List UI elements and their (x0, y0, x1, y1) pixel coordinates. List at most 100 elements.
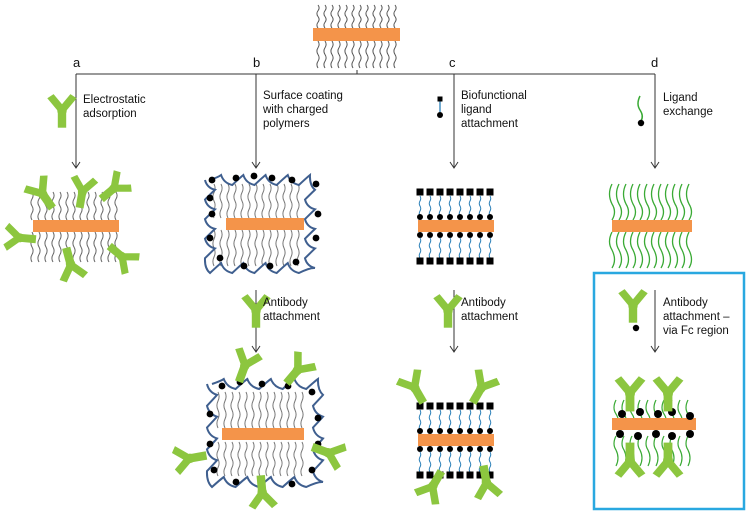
bifunctional-ligand (468, 237, 472, 259)
ligand-chain-bottom (372, 40, 376, 69)
panel-b-polymer-coating (171, 172, 347, 510)
bifunctional-ligand (418, 409, 422, 431)
ligand-chain-bottom (344, 40, 348, 69)
anchor-bead-bottom (457, 446, 463, 452)
exchange-ligand-top (608, 183, 616, 221)
antibody-arm-left (3, 235, 20, 251)
ligand-chain (86, 191, 90, 221)
exchange-ligand-top (636, 183, 644, 221)
antibody-icon-b2 (283, 351, 317, 386)
ligand-chain-bottom (316, 40, 320, 69)
fc-anchor-bead (652, 430, 660, 438)
bifunctional-ligand (418, 451, 422, 473)
antibody-hinge (481, 477, 492, 487)
antibody-hinge (663, 388, 673, 399)
ligand-chain (289, 229, 293, 267)
ligand-chain (286, 441, 290, 477)
bifunctional-ligand (428, 451, 432, 473)
antibody-icon-legend-b (241, 294, 271, 328)
antibody-hinge (428, 481, 438, 491)
ligand-chain (79, 231, 83, 263)
antibody-arm-left (429, 487, 440, 505)
ligand-chain-top (316, 4, 320, 29)
terminal-group-top (476, 188, 484, 196)
terminal-group-bottom (446, 471, 454, 479)
anchor-bead-top (447, 214, 453, 220)
exchange-ligand-bottom (664, 231, 672, 269)
exchange-ligand-top (657, 183, 665, 221)
ligand-icon-head (437, 96, 443, 102)
ligand-chain (258, 391, 262, 429)
connector-lines (71, 70, 660, 353)
anchor-bead-top (427, 214, 433, 220)
antibody-icon-legend-a (47, 94, 77, 128)
ligand-chain (275, 183, 279, 219)
anchor-bead-top (487, 428, 493, 434)
antibody-arm-right (248, 492, 265, 510)
antibody-icon-d1 (614, 376, 646, 412)
fc-anchor-bead (668, 432, 676, 440)
antibody-arm-left (235, 347, 249, 365)
ligand-chain (30, 191, 34, 221)
terminal-group-top (416, 188, 424, 196)
ligand-chain (261, 183, 265, 219)
charged-polymer-bead (206, 410, 214, 418)
terminal-group-top (446, 188, 454, 196)
exchange-ligand-bottom (645, 435, 651, 467)
charged-polymer-bead (250, 172, 258, 180)
bifunctional-ligand (428, 237, 432, 259)
exchange-ligand-bottom (622, 231, 630, 269)
arrow-head (449, 345, 459, 353)
antibody-icon-legend-d (618, 289, 648, 323)
bifunctional-ligand (438, 409, 442, 431)
ligand-chain (100, 231, 104, 263)
exchange-ligand-top (685, 183, 693, 221)
antibody-hinge (410, 383, 420, 393)
nanorod-d (612, 220, 692, 232)
ligand-chain (265, 441, 269, 477)
antibody-icon-legend-c (433, 294, 463, 328)
charged-polymer-bead (292, 258, 300, 266)
terminal-group-top (416, 402, 424, 410)
charged-polymer-bead (308, 466, 316, 474)
ligand-chain-bottom (351, 40, 355, 69)
exchange-ligand-bottom (685, 231, 693, 269)
nanorod-b (226, 218, 304, 230)
terminal-group-bottom (436, 257, 444, 265)
charged-polymer-bead (308, 388, 316, 396)
label-surface-coating: Surface coating with charged polymers (263, 90, 343, 130)
antibody-hinge (292, 365, 303, 376)
label-ligand-exchange: Ligand exchange (663, 92, 713, 118)
exchange-ligand-top (622, 183, 630, 221)
antibody-hinge (663, 455, 673, 466)
bifunctional-ligand (438, 237, 442, 259)
bifunctional-ligand (488, 195, 492, 217)
polymer-shell-b-antibody (205, 377, 325, 489)
terminal-group-bottom (476, 471, 484, 479)
anchor-bead-bottom (477, 446, 483, 452)
antibody-hinge (77, 187, 87, 197)
terminal-group-bottom (466, 257, 474, 265)
ligand-chain (58, 191, 62, 221)
anchor-bead-top (487, 214, 493, 220)
ligand-chain (282, 183, 286, 219)
antibody-arm-left (123, 253, 140, 261)
ligand-icon (637, 95, 644, 122)
ligand-chain (247, 183, 251, 219)
antibody-arm-right (38, 175, 48, 193)
antibody-arm-left (70, 174, 86, 192)
anchor-bead-bottom (417, 232, 423, 238)
ligand-chain-top (323, 4, 327, 29)
anchor-bead-top (467, 214, 473, 220)
charged-polymer-bead (266, 262, 274, 270)
antibody-hinge (239, 361, 250, 371)
antibody-arm-right (171, 446, 190, 462)
exchange-ligand-bottom (653, 435, 659, 467)
anchor-bead-bottom (437, 232, 443, 238)
charged-polymer-bead (232, 174, 240, 182)
anchor-bead-top (457, 214, 463, 220)
exchange-ligand-bottom (671, 231, 679, 269)
bifunctional-ligand (488, 451, 492, 473)
terminal-group-top (466, 188, 474, 196)
label-biofunctional-ligand: Biofunctional ligand attachment (461, 90, 527, 130)
